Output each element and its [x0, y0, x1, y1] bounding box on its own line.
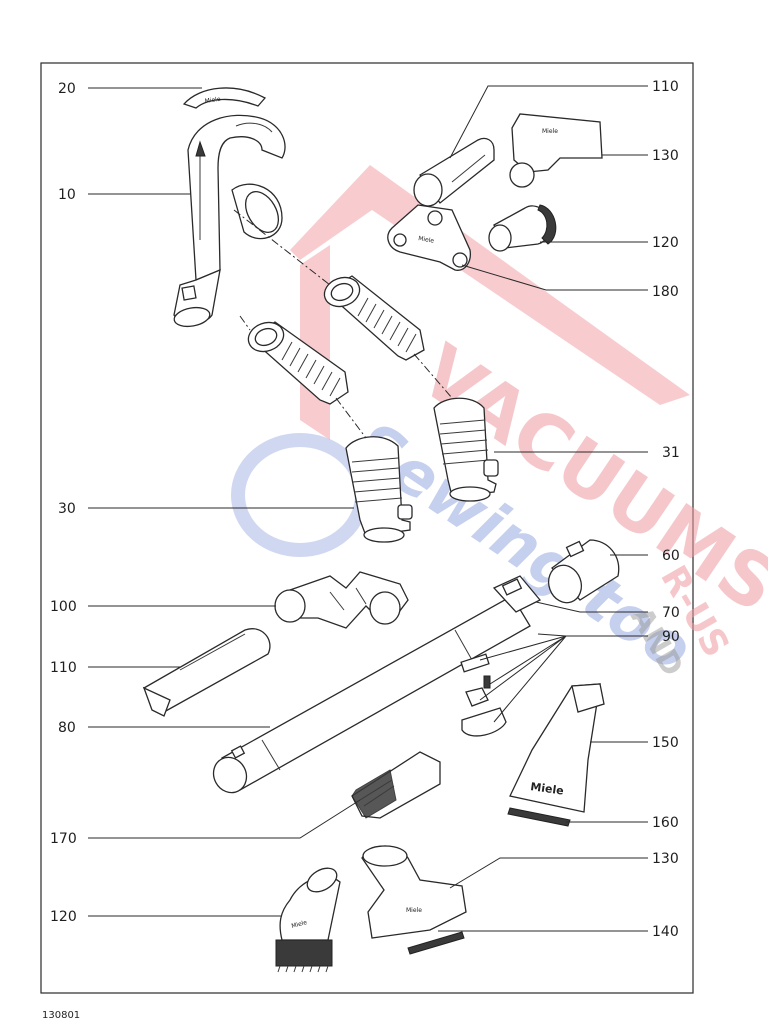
leader-110-top: [449, 85, 648, 159]
callout-130-top: 130: [652, 148, 679, 164]
part-120-dusting-brush-top: [488, 204, 557, 252]
callout-20: 20: [58, 81, 76, 97]
part-70-slide-button: [492, 575, 542, 613]
callout-labels: 20 10 110 130 120 180 31 30 60 70 90 100…: [50, 79, 680, 940]
part-90-small-components: [460, 653, 507, 737]
callout-160: 160: [652, 815, 679, 831]
part-20-handle-clip: Miele: [182, 87, 267, 109]
callout-110-top: 110: [652, 79, 679, 95]
leader-170: [88, 799, 361, 839]
part-150-marking: Miele: [530, 780, 565, 798]
part-180-marking: Miele: [418, 235, 435, 245]
leader-180: [461, 264, 648, 291]
assembly-line-hose-to-31: [413, 353, 453, 399]
callout-30: 30: [58, 501, 76, 517]
part-140-strip: [407, 931, 465, 955]
part-100-tool-clip: [274, 571, 409, 629]
callout-100: 100: [50, 599, 77, 615]
part-60-tube-sleeve: [547, 539, 620, 604]
callout-60: 60: [662, 548, 680, 564]
diagram-frame: [40, 62, 694, 994]
callout-90: 90: [662, 629, 680, 645]
leader-90-branches: [479, 635, 567, 723]
part-130-upholstery-tool-top: Miele: [509, 113, 603, 188]
part-30-hose-connector: [345, 436, 413, 543]
callout-70: 70: [662, 605, 680, 621]
part-180-accessory-holder: Miele: [387, 204, 471, 271]
assembly-line-handle-to-hose-left: [239, 315, 251, 331]
assembly-line-hose-to-30: [335, 397, 367, 439]
leader-70: [535, 601, 648, 613]
callout-80: 80: [58, 720, 76, 736]
leader-lines: [88, 85, 648, 932]
drawing-number: 130801: [42, 1010, 80, 1021]
callout-170: 170: [50, 831, 77, 847]
part-130-upholstery-tool-lower: Miele: [361, 845, 467, 939]
callout-180: 180: [652, 284, 679, 300]
part-20-marking: Miele: [204, 96, 221, 105]
part-10-hose-handle: [173, 114, 286, 328]
callout-110-lower: 110: [50, 660, 77, 676]
part-31-hose-connector: [433, 397, 499, 502]
assembly-line-handle-to-hose: [233, 209, 331, 286]
hose-section-right: [323, 275, 425, 361]
part-150-upholstery-nozzle: Miele: [509, 683, 605, 813]
part-170-brush-insert: [351, 751, 441, 819]
part-110-crevice-tool-top: [413, 137, 495, 207]
part-80-telescopic-tube: [212, 595, 531, 794]
callout-150: 150: [652, 735, 679, 751]
part-130-top-marking: Miele: [542, 128, 558, 135]
callout-120-top: 120: [652, 235, 679, 251]
callout-140: 140: [652, 924, 679, 940]
callout-130-lower: 130: [652, 851, 679, 867]
part-130-lower-marking: Miele: [406, 907, 422, 914]
leader-130-lower: [449, 857, 648, 889]
callout-120-lower: 120: [50, 909, 77, 925]
part-110-crevice-tool-lower: [142, 628, 271, 717]
watermark-roof-shape: [290, 165, 690, 405]
watermark-swirl: [231, 433, 369, 557]
part-120-lower-marking: Miele: [291, 919, 308, 930]
callout-31: 31: [662, 445, 680, 461]
callout-10: 10: [58, 187, 76, 203]
part-120-dusting-brush-lower: Miele: [275, 867, 341, 973]
hose-section-left: [247, 321, 349, 405]
part-160-strip: [507, 807, 571, 827]
